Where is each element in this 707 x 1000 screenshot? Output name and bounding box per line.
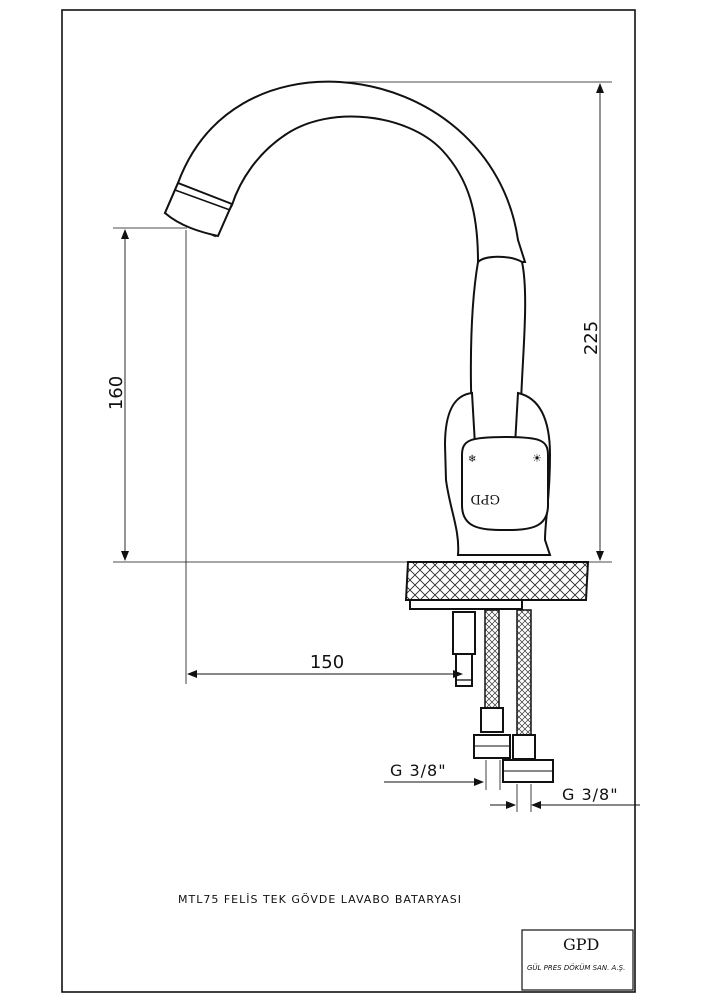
countertop	[404, 561, 590, 610]
flex-hose-right	[502, 609, 554, 783]
thread-label-right: G 3/8"	[562, 785, 619, 804]
dimension-thread-right: G 3/8"	[490, 784, 640, 812]
dim-label-160: 160	[106, 376, 127, 410]
dimension-225: 225	[342, 81, 612, 563]
dim-label-150: 150	[310, 652, 344, 673]
hot-symbol: ☀	[532, 452, 542, 465]
mixer-body: ❄ ☀ GPD	[443, 391, 552, 556]
dimension-160: 160	[106, 227, 408, 563]
body-logo: GPD	[470, 491, 500, 506]
page-frame	[61, 9, 636, 993]
title-block: GPD GÜL PRES DÖKÜM SAN. A.Ş.	[521, 929, 634, 991]
drawing-title: MTL75 FELİS TEK GÖVDE LAVABO BATARYASI	[178, 893, 462, 906]
fixing-stud	[452, 611, 476, 687]
cold-symbol: ❄	[468, 454, 476, 465]
dimension-thread-left: G 3/8"	[384, 760, 501, 790]
dimension-150: 150	[185, 230, 463, 684]
flex-hose-left	[473, 609, 511, 759]
company-logo: GPD	[563, 935, 599, 954]
dim-label-225: 225	[581, 321, 602, 355]
thread-label-left: G 3/8"	[390, 761, 447, 780]
company-name: GÜL PRES DÖKÜM SAN. A.Ş.	[527, 963, 625, 972]
spout	[163, 80, 527, 263]
